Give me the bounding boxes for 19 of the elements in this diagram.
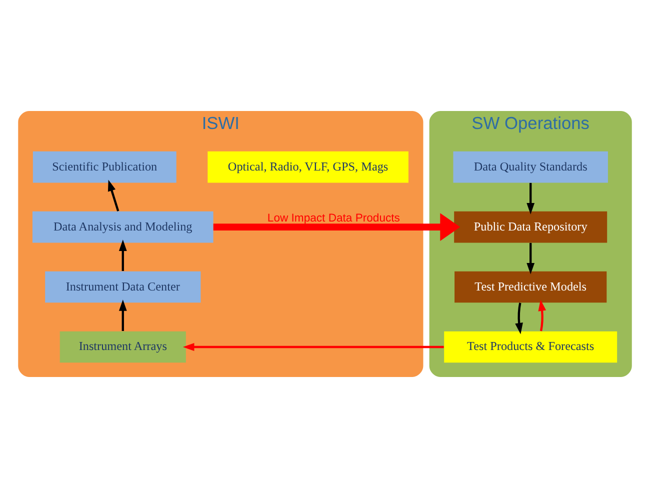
- node-box: Instrument Arrays: [60, 331, 186, 363]
- arrow: [526, 182, 535, 214]
- node-box: Data Analysis and Modeling: [32, 211, 214, 243]
- arrow: [526, 242, 535, 274]
- node-box: Public Data Repository: [454, 211, 608, 243]
- arrow: [213, 213, 460, 242]
- arrow: [118, 300, 127, 331]
- arrow: [538, 300, 546, 332]
- node-box: Instrument Data Center: [45, 271, 201, 303]
- arrow: [515, 302, 523, 334]
- node-box: Test Products & Forecasts: [444, 331, 618, 363]
- node-box: Scientific Publication: [32, 151, 176, 183]
- arrow: [108, 180, 120, 212]
- node-box: Data Quality Standards: [453, 151, 608, 183]
- arrow: [182, 343, 444, 351]
- edge-label: Low Impact Data Products: [267, 212, 400, 224]
- node-box: Test Predictive Models: [454, 271, 607, 303]
- arrow: [118, 240, 127, 271]
- node-box: Optical, Radio, VLF, GPS, Mags: [208, 151, 408, 183]
